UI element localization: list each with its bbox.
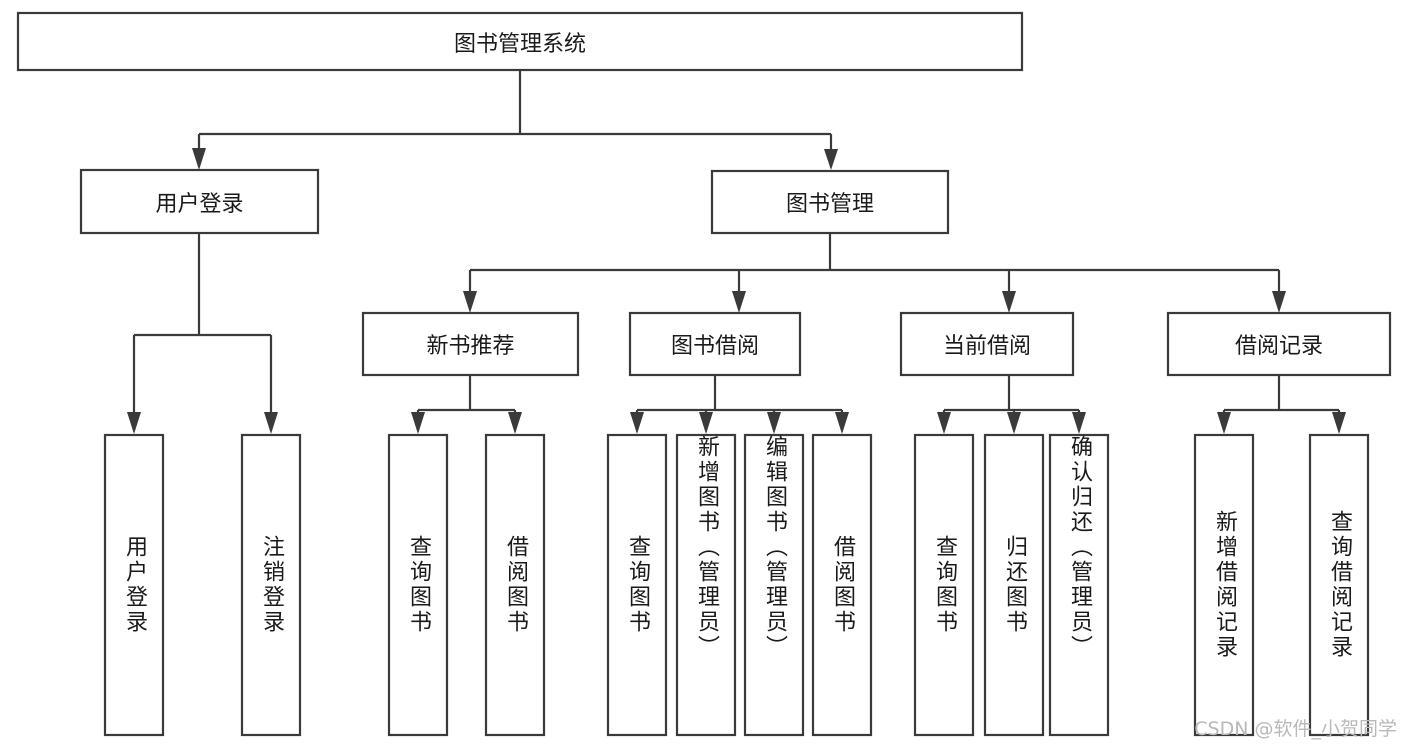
node-new-book-recommend[interactable]: [361, 311, 580, 377]
node-book-borrow[interactable]: [628, 311, 802, 377]
connector-user-login-to-leaves: [127, 233, 278, 434]
node-leaf-edit-book[interactable]: [743, 433, 805, 737]
node-leaf-borrow-book-1[interactable]: [484, 433, 546, 737]
node-leaf-query-book-1[interactable]: [387, 433, 449, 737]
connector-borrow-record-to-leaves: [1217, 375, 1346, 434]
connector-book-manage-to-level3: [463, 233, 1286, 313]
node-leaf-add-book[interactable]: [675, 433, 737, 737]
node-leaf-query-book-3[interactable]: [913, 433, 975, 737]
node-leaf-confirm-return[interactable]: [1048, 433, 1110, 737]
connector-book-borrow-to-leaves: [630, 375, 849, 434]
connector-new-book-recommend-to-leaves: [411, 375, 522, 434]
node-current-borrow[interactable]: [899, 311, 1075, 377]
connector-current-borrow-to-leaves: [937, 375, 1086, 434]
node-leaf-user-login[interactable]: [103, 433, 165, 737]
node-leaf-return-book[interactable]: [983, 433, 1045, 737]
node-leaf-query-book-2[interactable]: [606, 433, 668, 737]
node-book-manage[interactable]: [710, 169, 950, 235]
node-leaf-add-record[interactable]: [1193, 433, 1255, 737]
node-root[interactable]: [16, 11, 1024, 72]
node-user-login[interactable]: [79, 168, 320, 235]
node-borrow-record[interactable]: [1166, 311, 1392, 377]
connector-root-to-level2: [192, 70, 838, 170]
node-leaf-borrow-book-2[interactable]: [811, 433, 873, 737]
node-leaf-logout[interactable]: [240, 433, 302, 737]
node-leaf-query-record[interactable]: [1308, 433, 1370, 737]
